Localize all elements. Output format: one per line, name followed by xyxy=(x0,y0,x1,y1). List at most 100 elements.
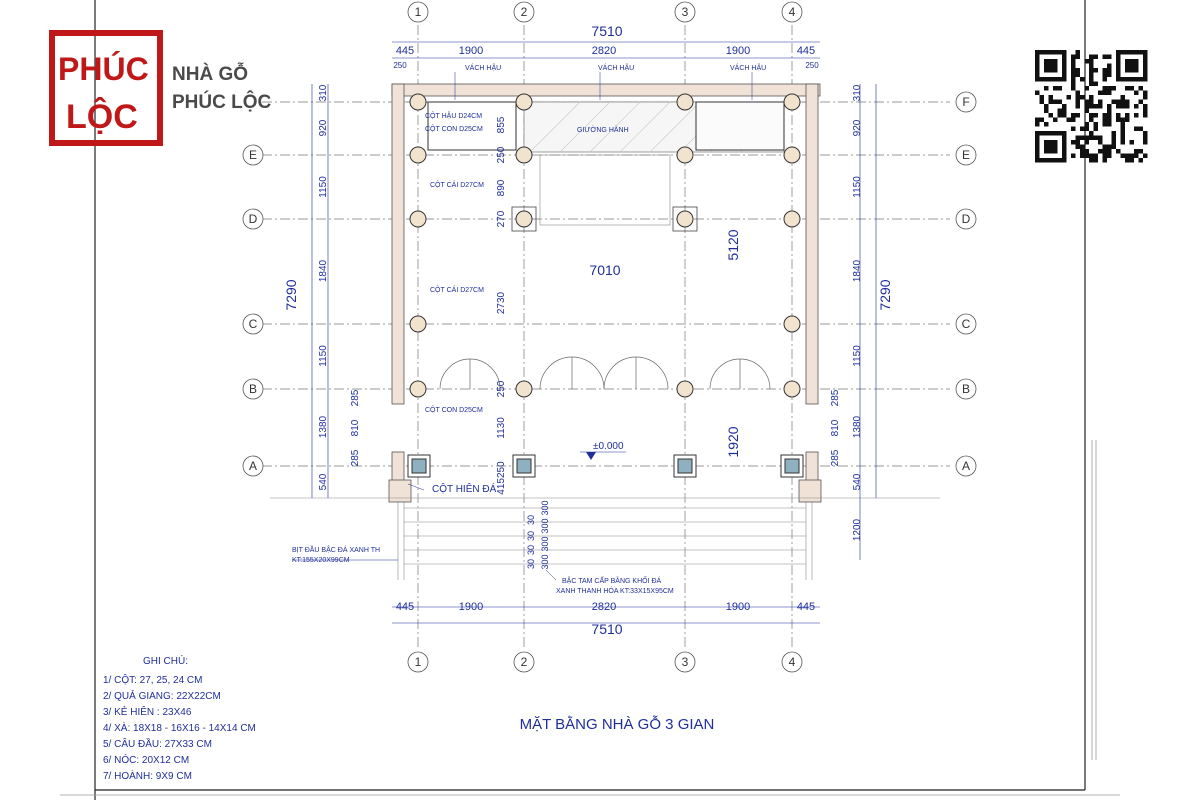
step-dim-a-3: 30 xyxy=(526,545,536,555)
axis-y-B-left: B xyxy=(249,382,257,396)
label-cot-cai-2: CỘT CÁI D27CM xyxy=(430,285,484,294)
note-item-6: 6/ NÓC: 20X12 CM xyxy=(103,753,189,766)
step-dim-a-4: 30 xyxy=(526,559,536,569)
right-dim-sub-1: 285 xyxy=(830,389,841,406)
axis-x-3-bottom: 3 xyxy=(682,655,689,669)
axis-x-2-top: 2 xyxy=(521,5,528,19)
note-item-3: 3/ KẺ HIÊN : 23X46 xyxy=(103,705,192,718)
label-cot-con-bottom: CỘT CON D25CM xyxy=(425,405,483,414)
note-item-7: 7/ HOÀNH: 9X9 CM xyxy=(103,769,192,782)
altar-right xyxy=(695,101,785,151)
note-item-4: 4/ XÀ: 18X18 - 16X16 - 14X14 CM xyxy=(103,721,256,734)
label-cot-hau: CỘT HẬU D24CM xyxy=(425,111,482,120)
axis-bubbles-left: E D C B A xyxy=(242,144,264,477)
axis-bubbles-bottom: 1 2 3 4 xyxy=(407,651,803,673)
right-dim-total: 7290 xyxy=(877,279,893,310)
col2-dim-6: 250 xyxy=(496,380,507,397)
drawing-title: MẶT BẰNG NHÀ GỖ 3 GIAN xyxy=(520,715,715,733)
dimension-lines xyxy=(311,41,877,624)
top-dim-seg-1: 445 xyxy=(396,45,414,57)
sheet-border xyxy=(94,0,1086,800)
left-dim-seg-4: 1840 xyxy=(318,259,329,282)
left-dim-seg-7: 540 xyxy=(318,473,329,490)
note-item-2: 2/ QUẢ GIANG: 22X22CM xyxy=(103,689,221,702)
inner-frame xyxy=(539,154,671,226)
axis-y-D-left: D xyxy=(249,212,258,226)
left-dim-seg-2: 920 xyxy=(318,119,329,136)
left-dim-seg-3: 1150 xyxy=(318,176,329,198)
bottom-dim-seg-5: 445 xyxy=(797,601,815,613)
label-vach-hau-2: VÁCH HẬU xyxy=(598,63,634,72)
level-marker-icon xyxy=(580,451,626,460)
axis-y-B-right: B xyxy=(962,382,970,396)
label-bit-dau-line-1: BỊT ĐẦU BẬC ĐÁ XANH TH xyxy=(292,544,380,554)
left-dim-sub-3: 285 xyxy=(350,449,361,466)
axis-y-A-right: A xyxy=(962,459,970,473)
right-dim-seg-6: 1380 xyxy=(852,415,863,438)
right-dim-seg-3: 1150 xyxy=(852,176,863,198)
col2-dim-3: 890 xyxy=(496,179,507,196)
top-dim-seg-3: 2820 xyxy=(592,45,616,57)
notes-heading: GHI CHÚ: xyxy=(143,654,188,667)
axis-x-4-bottom: 4 xyxy=(789,655,796,669)
left-dim-seg-1: 310 xyxy=(318,84,329,101)
walls xyxy=(391,83,821,405)
left-dim-sub-2: 810 xyxy=(350,419,361,436)
right-dim-sub-2: 810 xyxy=(830,419,841,436)
brand-name-line-1: NHÀ GỖ xyxy=(172,63,248,85)
inner-dim-width: 7010 xyxy=(589,262,620,278)
label-cot-con-top: CỘT CON D25CM xyxy=(425,124,483,133)
leader-lines xyxy=(292,72,753,581)
bottom-dim-total: 7510 xyxy=(591,621,622,637)
left-dim-sub-1: 285 xyxy=(350,389,361,406)
col2-dim-4: 270 xyxy=(496,210,507,227)
axis-y-E-left: E xyxy=(249,148,257,162)
altar-left xyxy=(427,101,517,151)
right-dim-seg-2: 920 xyxy=(852,119,863,136)
column-squares-d xyxy=(511,206,698,232)
inner-dim-vertical-lower: 1920 xyxy=(725,426,741,457)
label-vach-hau-1: VÁCH HẬU xyxy=(465,63,501,72)
right-dim-seg-5: 1150 xyxy=(852,345,863,367)
left-dim-seg-6: 1380 xyxy=(318,415,329,438)
top-dim-seg-4: 1900 xyxy=(726,45,750,57)
label-cot-hien-da: CỘT HIÊN ĐÁ xyxy=(432,482,497,495)
label-giuong-hanh: GIƯỜNG HÀNH xyxy=(577,125,629,134)
col2-dim-2: 250 xyxy=(496,146,507,163)
brand-logo: PHÚC LỘC xyxy=(49,30,163,146)
left-dim-total: 7290 xyxy=(283,279,299,310)
step-dim-a-1: 30 xyxy=(526,515,536,525)
col2-dim-8: 415250 xyxy=(496,461,507,495)
level-mark-text: ±0.000 xyxy=(593,441,624,452)
label-bac-tam-cap-line-2: XANH THANH HÓA KT:33X15X95CM xyxy=(556,586,674,595)
top-dim-edge-left: 250 xyxy=(393,61,407,70)
label-bit-dau-line-2: KT:155X20X99CM xyxy=(292,557,350,564)
step-dim-b-4: 300 xyxy=(540,554,550,569)
axis-bubbles-top: 1 2 3 4 xyxy=(407,1,803,23)
top-dim-total: 7510 xyxy=(591,23,622,39)
axis-x-2-bottom: 2 xyxy=(521,655,528,669)
note-item-1: 1/ CỘT: 27, 25, 24 CM xyxy=(103,673,203,686)
note-item-5: 5/ CÂU ĐẦU: 27X33 CM xyxy=(103,737,212,750)
axis-y-C-left: C xyxy=(249,317,258,331)
right-dim-seg-7: 540 xyxy=(852,473,863,490)
axis-x-1-top: 1 xyxy=(415,5,422,19)
right-dim-seg-1: 310 xyxy=(852,84,863,101)
col2-dim-1: 855 xyxy=(496,116,507,133)
step-dim-b-1: 300 xyxy=(540,500,550,515)
axis-y-C-right: C xyxy=(962,317,971,331)
top-dim-seg-5: 445 xyxy=(797,45,815,57)
col2-dim-5: 2730 xyxy=(496,291,507,314)
axis-y-E-right: E xyxy=(962,148,970,162)
logo-text-line-1: PHÚC xyxy=(58,51,149,87)
brand-name-line-2: PHÚC LỘC xyxy=(172,91,272,113)
label-cot-cai-1: CỘT CÁI D27CM xyxy=(430,180,484,189)
label-vach-hau-3: VÁCH HẬU xyxy=(730,63,766,72)
axis-y-D-right: D xyxy=(962,212,971,226)
label-bac-tam-cap-line-1: BẬC TAM CẤP BẰNG KHỐI ĐÁ xyxy=(562,575,662,585)
bottom-dim-seg-2: 1900 xyxy=(459,601,483,613)
bottom-dim-seg-3: 2820 xyxy=(592,601,616,613)
axis-x-1-bottom: 1 xyxy=(415,655,422,669)
axis-x-4-top: 4 xyxy=(789,5,796,19)
